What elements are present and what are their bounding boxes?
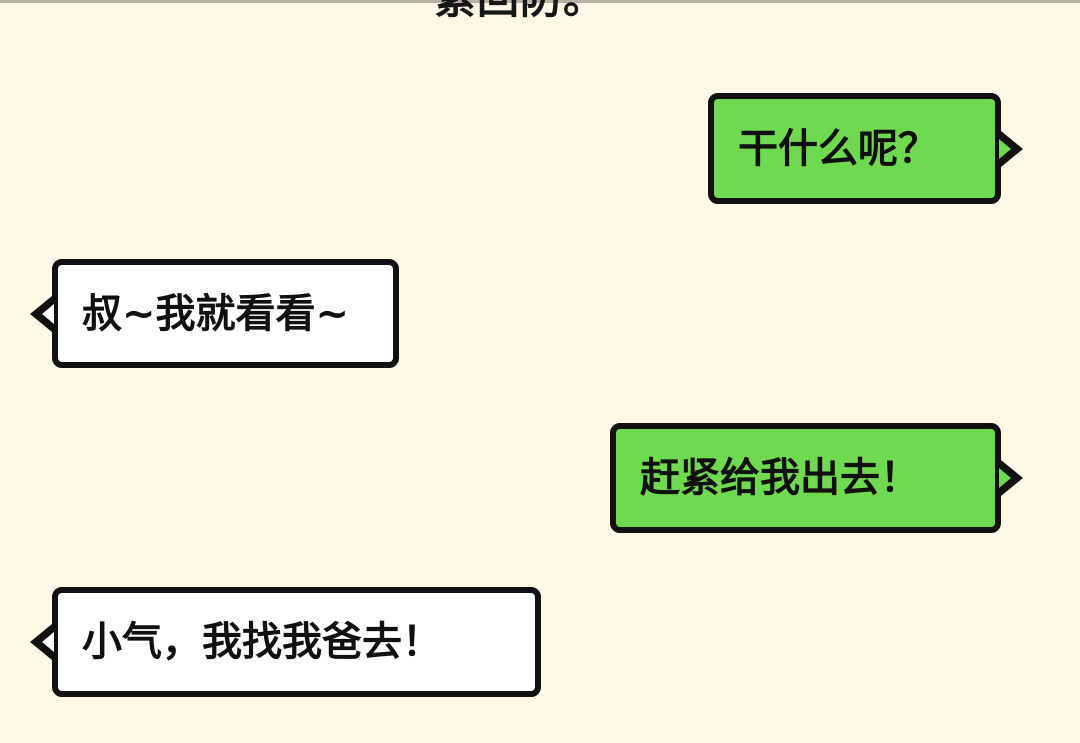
bubble-tail-left	[30, 624, 54, 660]
chat-bubble-right-2: 赶紧给我出去！	[610, 423, 1023, 533]
chat-bubble-left-1: 叔~我就看看~	[30, 259, 399, 368]
chat-bubble-left-2: 小气，我找我爸去！	[30, 587, 541, 697]
chat-bubble-right-1: 干什么呢？	[708, 93, 1023, 204]
bubble-tail-right	[999, 130, 1023, 167]
top-caption-fragment: 紧回防。	[434, 0, 606, 20]
bubble-tail-left	[30, 295, 54, 332]
bubble-text: 小气，我找我爸去！	[82, 619, 442, 665]
bubble-text: 赶紧给我出去！	[640, 455, 920, 501]
bubble-text: 干什么呢？	[738, 125, 938, 172]
top-edge-line	[0, 0, 1080, 3]
bubble-tail-right	[999, 460, 1023, 496]
bubble-text: 叔~我就看看~	[82, 290, 350, 337]
